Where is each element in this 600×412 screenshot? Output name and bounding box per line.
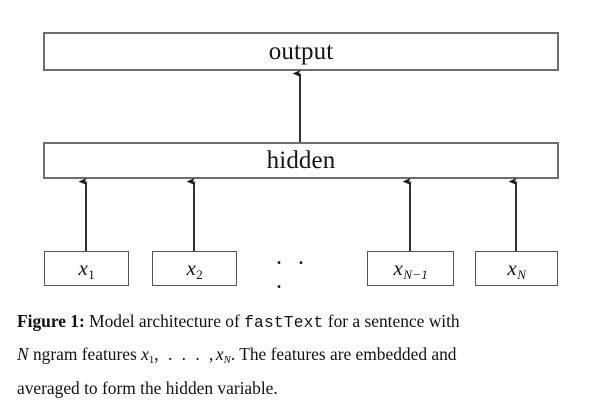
caption-symbol-n: N [17, 344, 29, 364]
caption-line-1-part-a: Model architecture of [84, 311, 245, 331]
input-token-box-1: x1 [44, 251, 129, 286]
caption-symbol-xn: xN [215, 344, 231, 367]
figure-caption: Figure 1: Model architecture of fastText… [17, 306, 583, 404]
input-token-label-n: xN [507, 256, 527, 282]
caption-line-2-part-b: . The features are embedded and [230, 344, 457, 364]
output-layer-label: output [268, 38, 334, 65]
input-ellipsis: . . . [276, 243, 309, 294]
caption-math-dots: , . . . , [154, 344, 216, 364]
output-layer-box: output [43, 32, 559, 71]
caption-line-2: N ngram features x1, . . . ,xN. The feat… [17, 339, 583, 373]
caption-line-1: Figure 1: Model architecture of fastText… [17, 306, 583, 339]
input-token-box-n-minus-1: xN−1 [367, 251, 454, 286]
input-token-box-2: x2 [152, 251, 237, 286]
hidden-layer-label: hidden [266, 147, 336, 174]
caption-library-name: fastText [244, 314, 324, 332]
input-token-label-2: x2 [186, 256, 204, 282]
caption-line-1-part-b: for a sentence with [323, 311, 460, 331]
caption-figure-label: Figure 1: [17, 311, 85, 331]
caption-symbol-x1: x1 [141, 344, 155, 367]
figure-diagram: output hidden x1 x2 . . . xN−1 xN [43, 32, 559, 294]
input-token-label-1: x1 [78, 256, 96, 282]
caption-line-2-text-a: ngram features [32, 344, 142, 364]
hidden-layer-box: hidden [43, 142, 559, 179]
input-token-label-n-minus-1: xN−1 [393, 256, 428, 282]
caption-line-3: averaged to form the hidden variable. [17, 378, 278, 398]
input-token-box-n: xN [475, 251, 558, 286]
